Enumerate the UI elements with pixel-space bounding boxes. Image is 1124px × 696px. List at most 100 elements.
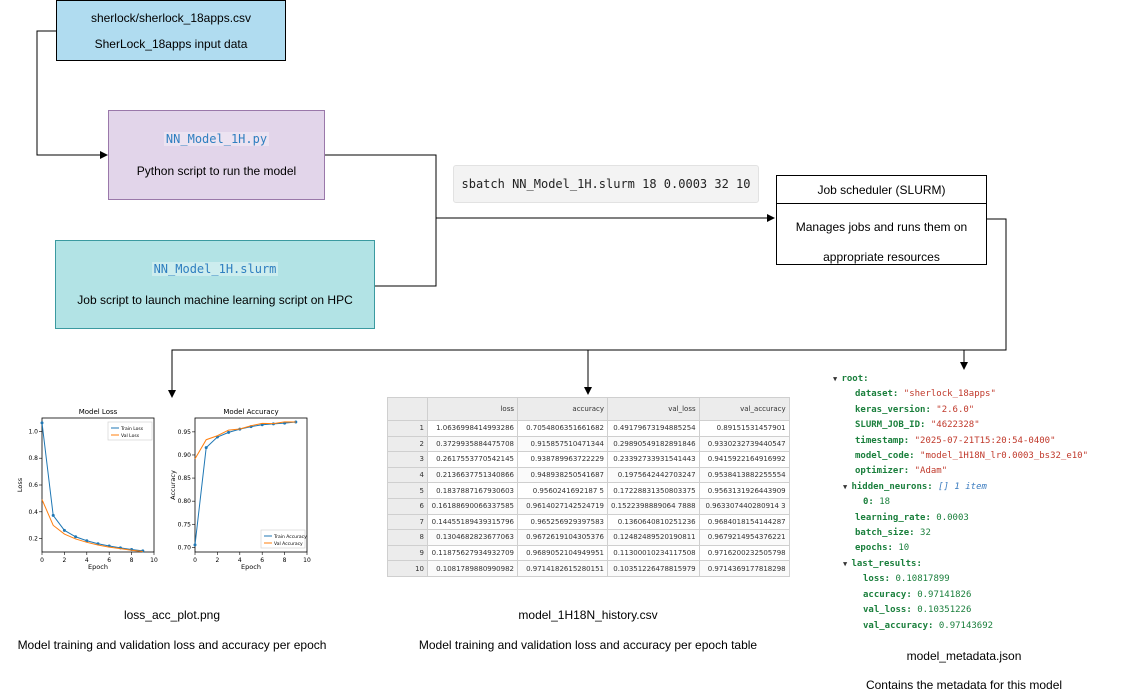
- slurm-file-label: NN_Model_1H.slurm: [151, 262, 279, 276]
- table-cell: 0.89151531457901: [698, 420, 790, 437]
- table-cell: 0.11875627934932709: [427, 544, 518, 562]
- y-axis-label: Loss: [16, 477, 24, 492]
- json-row: loss: 0.10817899: [833, 572, 1088, 587]
- data-point: [193, 543, 197, 547]
- table-cell: 0.9415922164916992: [698, 451, 790, 468]
- table-cell: 0.9672619104305376: [517, 529, 608, 546]
- slurm-script-node: NN_Model_1H.slurm Job script to launch m…: [55, 240, 375, 329]
- json-value: 0.97143692: [938, 620, 994, 631]
- x-tick-label: 4: [85, 557, 89, 564]
- table-cell: 0.9714369177818298: [698, 560, 790, 577]
- y-tick-label: 0.70: [178, 544, 192, 551]
- slurm-script-description: Job script to launch machine learning sc…: [77, 293, 353, 307]
- data-point: [51, 513, 55, 517]
- x-tick-label: 8: [130, 557, 134, 564]
- table-cell: 0.29890549182891846: [607, 435, 700, 453]
- table-cell: 0.17228831350803375: [607, 482, 700, 499]
- table-cell: 1.0636998414993286: [427, 420, 518, 437]
- row-index-cell: 2: [387, 435, 428, 453]
- table-cell: 0.915857510471344: [517, 435, 608, 453]
- legend-label: Val Accuracy: [274, 541, 303, 547]
- row-index-cell: 5: [387, 482, 428, 499]
- row-index-cell: 1: [387, 420, 428, 437]
- legend-label: Val Loss: [121, 433, 140, 439]
- json-row: dataset: "sherlock_18apps": [833, 387, 1088, 402]
- json-row: model_code: "model_1H18N_lr0.0003_bs32_e…: [833, 449, 1088, 464]
- series-line-train: [41, 422, 143, 552]
- expand-triangle-icon[interactable]: ▼: [833, 375, 842, 383]
- csv-input-node: sherlock/sherlock_18apps.csv SherLock_18…: [56, 0, 286, 61]
- table-cell: 0.938789963722229: [517, 451, 608, 468]
- expand-triangle-icon[interactable]: ▼: [843, 559, 852, 568]
- table-cell: 0.1081789880990982: [427, 560, 518, 577]
- json-array-summary: [] 1 item: [938, 481, 987, 492]
- table-cell: 0.9714182615280151: [517, 560, 608, 577]
- y-tick-label: 0.95: [178, 429, 192, 436]
- data-point: [62, 528, 66, 532]
- json-key: val_accuracy:: [863, 620, 934, 631]
- table-cell: 0.9679214954376221: [698, 529, 790, 546]
- table-cell: 0.14455189439315796: [427, 513, 518, 531]
- table-cell: 0.23392733931541443: [607, 451, 700, 468]
- x-tick-label: 0: [40, 557, 44, 564]
- metadata-file-caption: model_metadata.json: [906, 649, 1022, 663]
- data-point: [74, 535, 78, 539]
- series-line-val: [41, 499, 143, 553]
- x-tick-label: 6: [107, 557, 111, 564]
- table-cell: 0.7054806351661682: [517, 420, 608, 437]
- x-axis-label: Epoch: [241, 563, 261, 571]
- chart-title: Model Accuracy: [223, 408, 278, 416]
- json-key: root:: [841, 374, 869, 384]
- table-cell: 0.10351226478815979: [607, 560, 700, 577]
- json-row: val_accuracy: 0.97143692: [833, 619, 1088, 634]
- row-index-cell: 8: [387, 529, 428, 546]
- history-description-caption: Model training and validation loss and a…: [418, 638, 758, 652]
- json-row: learning_rate: 0.0003: [833, 511, 1088, 526]
- x-tick-label: 10: [303, 557, 311, 564]
- y-tick-label: 0.85: [178, 475, 192, 482]
- json-value: 10: [898, 543, 910, 554]
- table-cell: 0.49179673194885254: [607, 420, 700, 437]
- json-root-row[interactable]: ▼ root:: [833, 372, 1088, 387]
- json-hidden-neurons-row[interactable]: ▼ hidden_neurons: [] 1 item: [833, 480, 1088, 495]
- scheduler-to-outputs-connector: [168, 218, 1007, 398]
- json-value: 32: [920, 528, 931, 539]
- history-index-header: [387, 397, 428, 421]
- json-value: "Adam": [914, 466, 948, 477]
- json-row: 0: 18: [833, 495, 1088, 510]
- table-cell: 0.963307440280914 3: [698, 497, 790, 515]
- table-cell: 0.3729935884475708: [427, 435, 518, 453]
- json-last-results-row[interactable]: ▼ last_results:: [833, 557, 1088, 572]
- data-point: [227, 430, 231, 434]
- expand-triangle-icon[interactable]: ▼: [843, 482, 852, 491]
- json-value: 0.0003: [936, 512, 969, 523]
- json-row: accuracy: 0.97141826: [833, 588, 1088, 603]
- slurm-script-to-scheduler-connector: [375, 218, 437, 287]
- json-value: "2.6.0": [936, 404, 975, 415]
- data-point: [40, 421, 44, 425]
- json-row: keras_version: "2.6.0": [833, 403, 1088, 418]
- row-index-cell: 6: [387, 497, 428, 515]
- y-axis-label: Accuracy: [169, 470, 177, 500]
- row-index-cell: 10: [387, 560, 428, 577]
- json-value: "sherlock_18apps": [903, 389, 996, 400]
- y-tick-label: 0.4: [28, 509, 38, 516]
- json-key: 0:: [863, 497, 874, 508]
- table-cell: 0.9563131926443909: [698, 482, 790, 499]
- json-key: learning_rate:: [855, 512, 931, 523]
- table-cell: 0.1975642442703247: [607, 466, 700, 484]
- table-cell: 0.9684018154144287: [698, 513, 790, 531]
- y-tick-label: 0.80: [178, 498, 192, 505]
- json-key: accuracy:: [863, 589, 912, 600]
- json-row: timestamp: "2025-07-21T15:20:54-0400": [833, 434, 1088, 449]
- table-cell: 0.9330232739440547: [698, 435, 790, 453]
- json-key: last_results:: [851, 558, 922, 569]
- table-cell: 0.9560241692187 5: [517, 482, 608, 499]
